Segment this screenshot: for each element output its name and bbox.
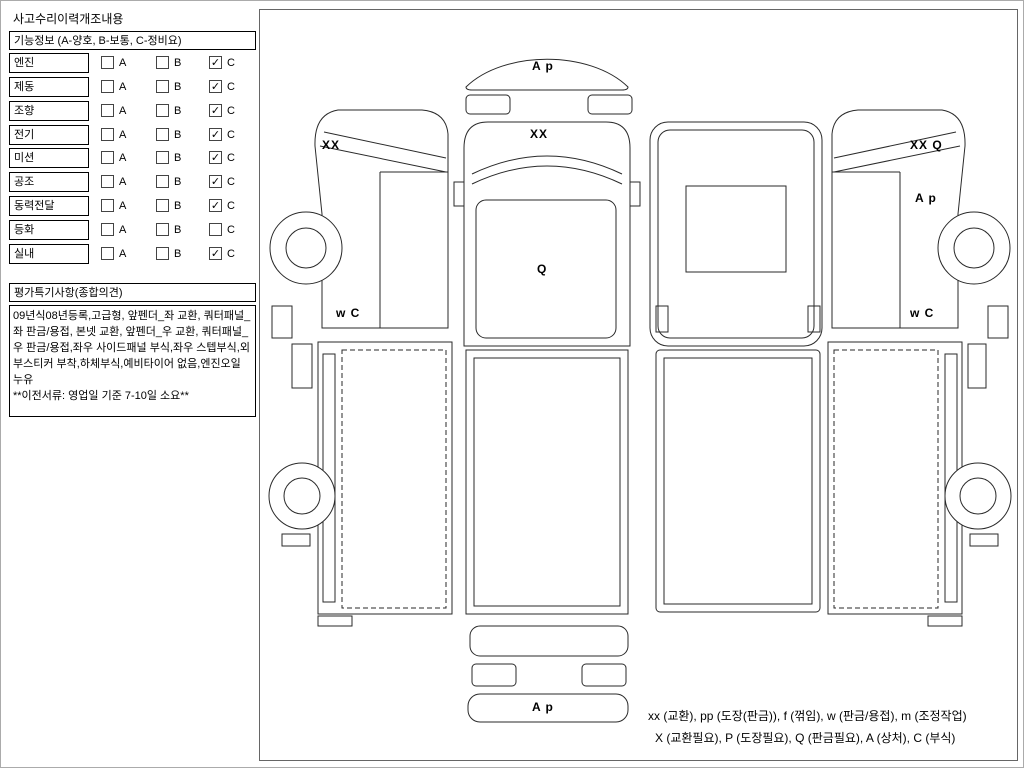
checkbox-b-label: B xyxy=(174,176,182,188)
function-row-brake: 제동 A B ✓ C xyxy=(9,77,257,97)
checkbox-a[interactable] xyxy=(101,247,114,260)
evaluation-notes: 09년식08년등록,고급형, 앞펜더_좌 교환, 쿼터패널_좌 판금/용접, 본… xyxy=(9,305,256,417)
function-row-steering: 조향 A B ✓ C xyxy=(9,101,257,121)
row-label: 미션 xyxy=(9,148,89,168)
checkbox-b[interactable] xyxy=(156,80,169,93)
row-label: 엔진 xyxy=(9,53,89,73)
damage-mark-front-glass: A p xyxy=(532,59,554,73)
checkbox-b-label: B xyxy=(174,81,182,93)
front-view-parts xyxy=(465,58,633,115)
row-label: 전기 xyxy=(9,125,89,145)
checkbox-c[interactable]: ✓ xyxy=(209,56,222,69)
checkbox-c[interactable] xyxy=(209,223,222,236)
damage-mark-top-cab: XX xyxy=(530,127,549,141)
checkbox-a[interactable] xyxy=(101,151,114,164)
row-label: 동력전달 xyxy=(9,196,89,216)
checkbox-c[interactable]: ✓ xyxy=(209,199,222,212)
checkbox-b-label: B xyxy=(174,129,182,141)
damage-diagram-panel: A p XX XX XX Q A p Q w C w C A p xx (교환)… xyxy=(259,9,1018,761)
damage-mark-right-cab: XX Q xyxy=(910,138,943,152)
evaluation-header: 평가특기사항(종합의견) xyxy=(9,283,256,302)
checkbox-b[interactable] xyxy=(156,175,169,188)
checkbox-b[interactable] xyxy=(156,128,169,141)
checkbox-b[interactable] xyxy=(156,151,169,164)
function-row-transmission: 미션 A B ✓ C xyxy=(9,148,257,168)
checkbox-c-label: C xyxy=(227,152,235,164)
checkbox-b-label: B xyxy=(174,248,182,260)
checkbox-c-label: C xyxy=(227,81,235,93)
row-label: 등화 xyxy=(9,220,89,240)
checkbox-a-label: A xyxy=(119,176,127,188)
checkbox-c[interactable]: ✓ xyxy=(209,151,222,164)
damage-mark-rear: A p xyxy=(532,700,554,714)
checkbox-a[interactable] xyxy=(101,199,114,212)
checkbox-a[interactable] xyxy=(101,175,114,188)
checkbox-c[interactable]: ✓ xyxy=(209,128,222,141)
checkbox-b-label: B xyxy=(174,57,182,69)
checkbox-a-label: A xyxy=(119,129,127,141)
row-label: 실내 xyxy=(9,244,89,264)
checkbox-a[interactable] xyxy=(101,223,114,236)
function-row-lights: 등화 A B C xyxy=(9,220,257,240)
checkbox-c-label: C xyxy=(227,57,235,69)
function-row-interior: 실내 A B ✓ C xyxy=(9,244,257,264)
checkbox-a-label: A xyxy=(119,105,127,117)
checkbox-c-label: C xyxy=(227,129,235,141)
checkbox-a[interactable] xyxy=(101,80,114,93)
checkbox-a-label: A xyxy=(119,224,127,236)
checkbox-c-label: C xyxy=(227,248,235,260)
checkbox-c[interactable]: ✓ xyxy=(209,175,222,188)
damage-mark-right-side-panel: w C xyxy=(910,306,935,320)
checkbox-b[interactable] xyxy=(156,56,169,69)
checkbox-a-label: A xyxy=(119,200,127,212)
checkbox-c-label: C xyxy=(227,105,235,117)
right-side-view xyxy=(827,109,1012,627)
function-info-header: 기능정보 (A-양호, B-보통, C-정비요) xyxy=(9,31,256,50)
left-side-view xyxy=(268,109,453,627)
function-row-powertrain: 동력전달 A B ✓ C xyxy=(9,196,257,216)
checkbox-b-label: B xyxy=(174,105,182,117)
checkbox-b[interactable] xyxy=(156,223,169,236)
rear-view-parts xyxy=(467,625,629,723)
checkbox-b-label: B xyxy=(174,200,182,212)
section-title: 사고수리이력개조내용 xyxy=(13,12,124,26)
checkbox-b[interactable] xyxy=(156,104,169,117)
damage-mark-left-cab: XX xyxy=(322,138,341,152)
function-row-electric: 전기 A B ✓ C xyxy=(9,125,257,145)
vehicle-diagram xyxy=(268,58,1012,723)
function-row-engine: 엔진 A B ✓ C xyxy=(9,53,257,73)
checkbox-c[interactable]: ✓ xyxy=(209,80,222,93)
damage-mark-right-fender: A p xyxy=(915,191,937,205)
checkbox-b[interactable] xyxy=(156,247,169,260)
legend-line-2: X (교환필요), P (도장필요), Q (판금필요), A (상처), C … xyxy=(655,731,956,745)
checkbox-a-label: A xyxy=(119,248,127,260)
row-label: 제동 xyxy=(9,77,89,97)
checkbox-c-label: C xyxy=(227,176,235,188)
checkbox-b-label: B xyxy=(174,152,182,164)
row-label: 공조 xyxy=(9,172,89,192)
damage-mark-roof: Q xyxy=(537,262,548,276)
top-view xyxy=(453,121,641,615)
row-label: 조향 xyxy=(9,101,89,121)
checkbox-c-label: C xyxy=(227,200,235,212)
checkbox-c[interactable]: ✓ xyxy=(209,104,222,117)
checkbox-a-label: A xyxy=(119,152,127,164)
checkbox-a-label: A xyxy=(119,81,127,93)
checkbox-b[interactable] xyxy=(156,199,169,212)
checkbox-a[interactable] xyxy=(101,128,114,141)
damage-mark-left-side-panel: w C xyxy=(336,306,361,320)
checkbox-a-label: A xyxy=(119,57,127,69)
legend-line-1: xx (교환), pp (도장(판금)), f (꺾임), w (판금/용접),… xyxy=(648,709,967,723)
checkbox-c-label: C xyxy=(227,224,235,236)
rear-view xyxy=(649,121,823,613)
checkbox-b-label: B xyxy=(174,224,182,236)
checkbox-a[interactable] xyxy=(101,56,114,69)
checkbox-c[interactable]: ✓ xyxy=(209,247,222,260)
checkbox-a[interactable] xyxy=(101,104,114,117)
function-row-aircon: 공조 A B ✓ C xyxy=(9,172,257,192)
